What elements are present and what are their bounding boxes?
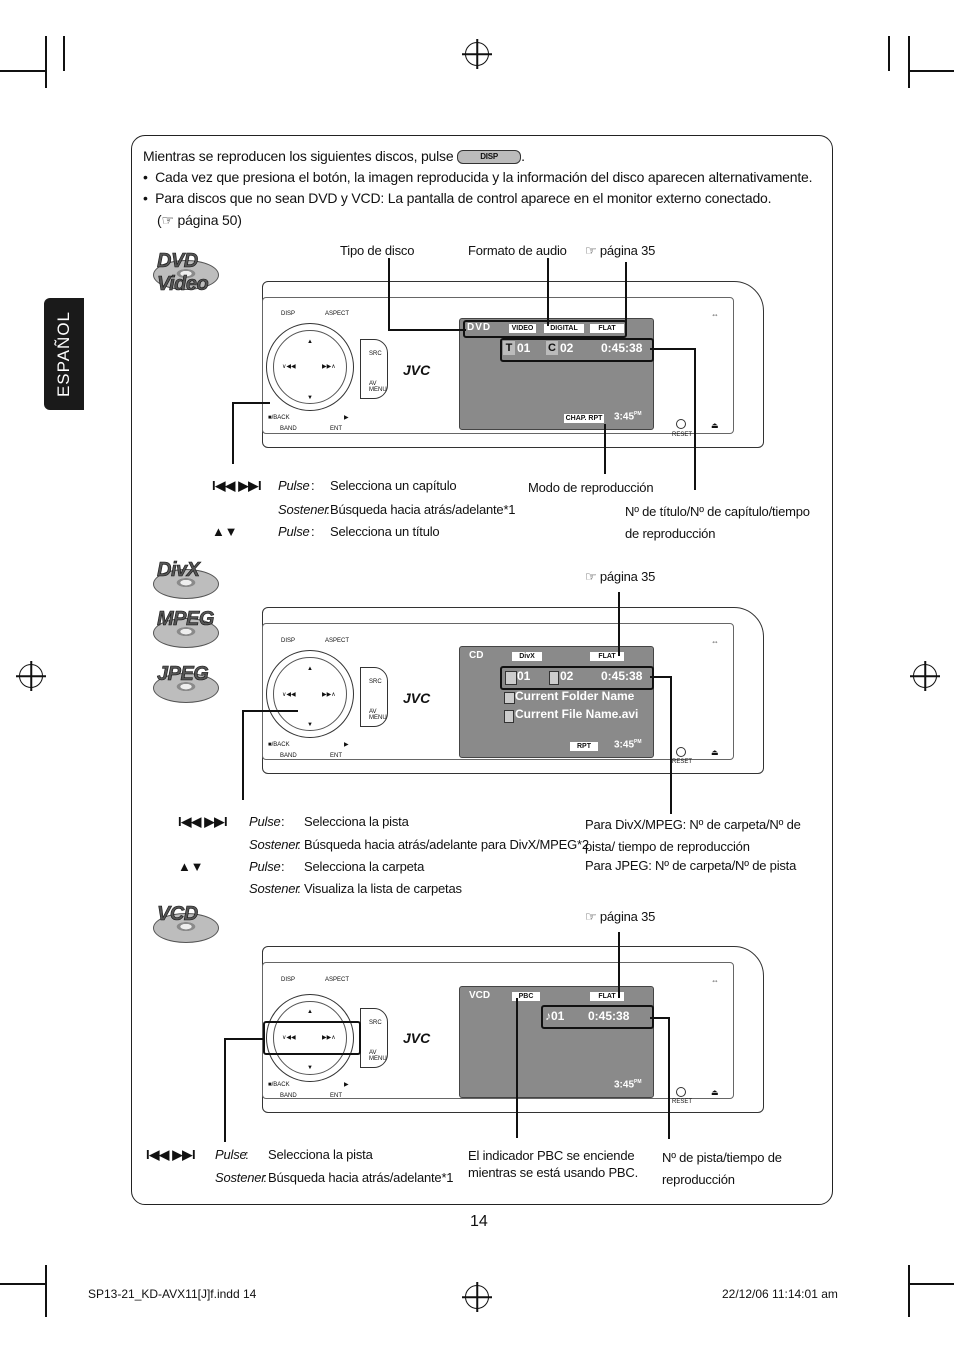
lcd-screen-vcd: VCD PBC FLAT ♪01 0:45:38 3:45PM bbox=[459, 986, 654, 1098]
jvc-logo: JVC bbox=[403, 1030, 431, 1046]
jpeg-info: Para JPEG: Nº de carpeta/Nº de pista bbox=[585, 858, 797, 873]
unit-face bbox=[262, 297, 734, 434]
footer-date: 22/12/06 11:14:01 am bbox=[722, 1287, 838, 1301]
dvd-time-highlight bbox=[500, 338, 654, 362]
disp-key: DISP bbox=[457, 150, 522, 165]
updown-keys: ▲▼ bbox=[212, 524, 238, 539]
label-audio-format: Formato de audio bbox=[468, 243, 567, 258]
vcd-time-highlight bbox=[541, 1005, 654, 1029]
back-button[interactable]: ■/BACK bbox=[268, 742, 290, 748]
registration-mark-icon bbox=[465, 1285, 489, 1309]
skip-keys: I◀◀ ▶▶I bbox=[178, 814, 228, 829]
disp-button[interactable]: DISP bbox=[281, 977, 296, 983]
vcd-track-info: Nº de pista/tiempo de reproducción bbox=[662, 1150, 782, 1187]
lcd-screen-divx: CD DivX FLAT 01 02 0:45:38 Current Folde… bbox=[459, 646, 654, 758]
band-button[interactable]: BAND bbox=[280, 753, 297, 759]
divx-time-highlight bbox=[500, 666, 654, 690]
divx-info: Para DivX/MPEG: Nº de carpeta/Nº de pist… bbox=[585, 817, 801, 854]
registration-mark-icon bbox=[465, 42, 489, 66]
intro-line: Mientras se reproducen los siguientes di… bbox=[143, 148, 525, 165]
label-page-ref: ☞ página 35 bbox=[585, 243, 656, 258]
back-button[interactable]: ■/BACK bbox=[268, 415, 290, 421]
ent-button[interactable]: ENT bbox=[330, 426, 342, 432]
control-dial[interactable] bbox=[266, 650, 354, 738]
divx-badge: DivX bbox=[153, 559, 219, 599]
dial-inner bbox=[273, 330, 347, 404]
pbc-note: El indicador PBC se enciende mientras se… bbox=[468, 1148, 638, 1180]
mpeg-badge: MPEG bbox=[153, 608, 219, 648]
updown-keys: ▲▼ bbox=[178, 859, 204, 874]
intro-bullet: • Cada vez que presiona el botón, la ima… bbox=[143, 169, 813, 185]
content-frame bbox=[131, 135, 833, 1205]
disp-button[interactable]: DISP bbox=[281, 311, 296, 317]
aspect-button[interactable]: ASPECT bbox=[325, 638, 350, 644]
band-button[interactable]: BAND bbox=[280, 1093, 297, 1099]
skip-keys: I◀◀ ▶▶I bbox=[212, 478, 262, 493]
reset-button[interactable]: RESET bbox=[672, 759, 693, 765]
label-disc-type: Tipo de disco bbox=[340, 243, 415, 258]
label-page-ref: ☞ página 35 bbox=[585, 909, 656, 924]
jpeg-badge: JPEG bbox=[153, 663, 219, 703]
intro-ref: (☞ página 50) bbox=[157, 212, 242, 228]
footer-file: SP13-21_KD-AVX11[J]f.indd 14 bbox=[88, 1287, 257, 1301]
control-dial[interactable] bbox=[266, 994, 354, 1082]
dvd-top-highlight bbox=[463, 320, 627, 338]
intro-bullet: • Para discos que no sean DVD y VCD: La … bbox=[143, 190, 772, 206]
language-tab: ESPAÑOL bbox=[44, 298, 84, 410]
band-button[interactable]: BAND bbox=[280, 426, 297, 432]
label-page-ref: ☞ página 35 bbox=[585, 569, 656, 584]
aspect-button[interactable]: ASPECT bbox=[325, 311, 350, 317]
ent-button[interactable]: ENT bbox=[330, 753, 342, 759]
registration-mark-icon bbox=[19, 664, 43, 688]
jvc-logo: JVC bbox=[403, 362, 431, 378]
jvc-logo: JVC bbox=[403, 690, 431, 706]
vcd-skip-highlight bbox=[263, 1021, 361, 1055]
ent-button[interactable]: ENT bbox=[330, 1093, 342, 1099]
reset-button[interactable]: RESET bbox=[672, 432, 693, 438]
vcd-badge: VCD bbox=[153, 903, 219, 943]
control-dial[interactable] bbox=[266, 323, 354, 411]
src-av-buttons[interactable] bbox=[360, 339, 388, 399]
disp-button[interactable]: DISP bbox=[281, 638, 296, 644]
aspect-button[interactable]: ASPECT bbox=[325, 977, 350, 983]
label-title-info: Nº de título/Nº de capítulo/tiempo de re… bbox=[625, 504, 810, 541]
registration-mark-icon bbox=[913, 664, 937, 688]
src-av-buttons[interactable] bbox=[360, 667, 388, 727]
page-number: 14 bbox=[470, 1213, 488, 1230]
back-button[interactable]: ■/BACK bbox=[268, 1082, 290, 1088]
dvd-video-badge: DVD Video bbox=[153, 250, 219, 295]
label-play-mode: Modo de reproducción bbox=[528, 480, 654, 495]
skip-keys: I◀◀ ▶▶I bbox=[146, 1147, 196, 1162]
reset-button[interactable]: RESET bbox=[672, 1099, 693, 1105]
